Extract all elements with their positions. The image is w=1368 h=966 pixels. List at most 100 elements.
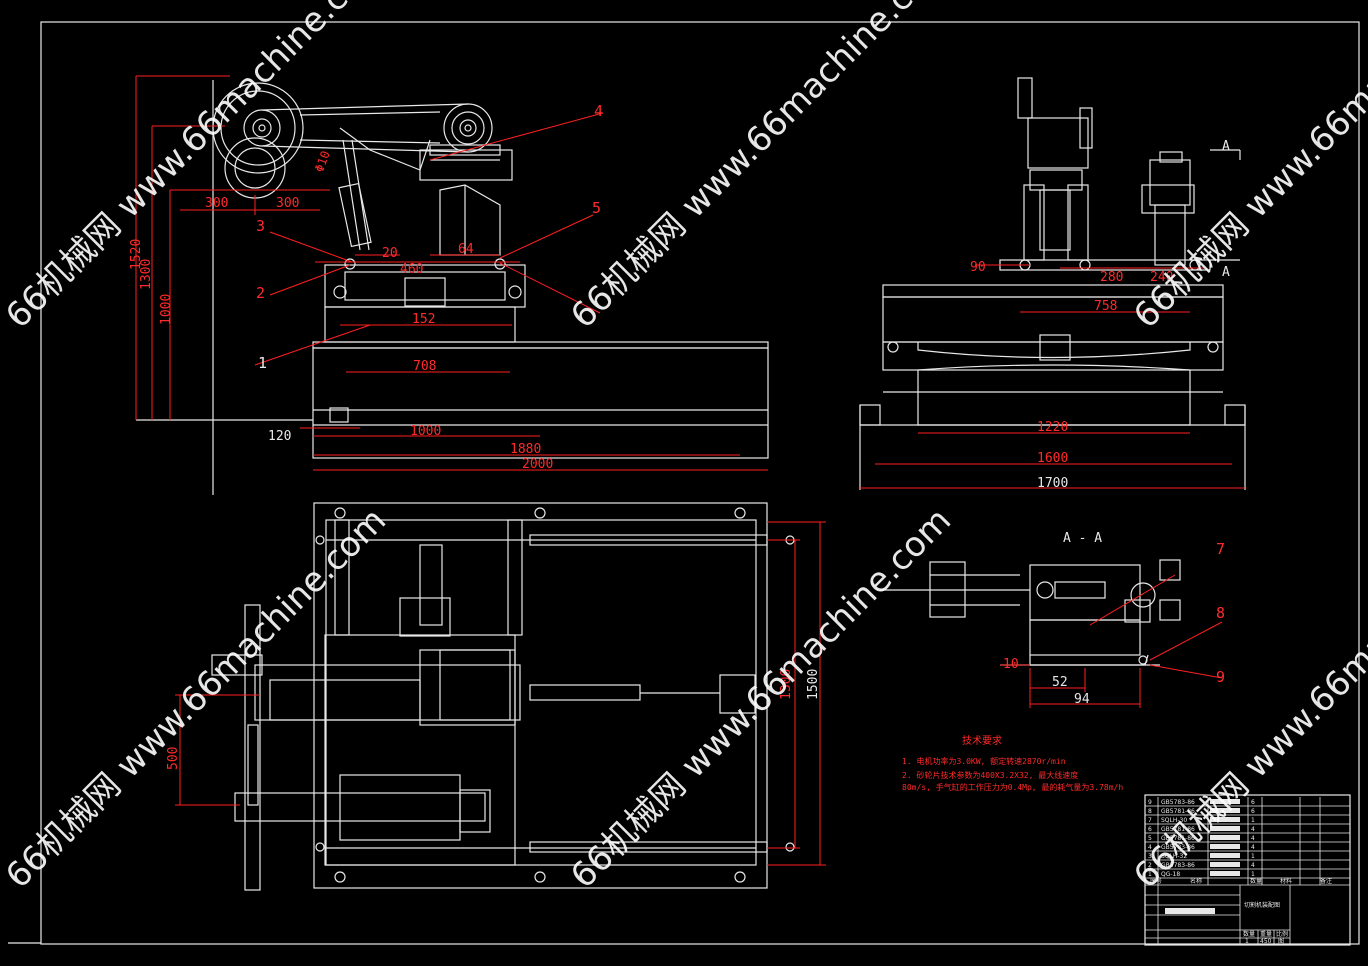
- part-label-3: 3: [256, 217, 265, 235]
- bom-row-qty: 1: [1251, 817, 1255, 824]
- view-mark-a-bottom: A: [1222, 265, 1230, 280]
- bom-row-code: GB5783-86: [1161, 799, 1195, 806]
- bom-row-code: GB5783-86: [1161, 844, 1195, 851]
- part-label-4: 4: [594, 102, 603, 120]
- bom-row-spec-mark: [1210, 799, 1240, 804]
- dim-front-152: 152: [412, 312, 435, 327]
- bom-row-spec-mark: [1210, 808, 1240, 813]
- dim-section-52: 52: [1052, 675, 1068, 690]
- dim-side-1220: 1220: [1037, 420, 1068, 435]
- dim-side-90: 90: [970, 260, 986, 275]
- part-label-5: 5: [592, 199, 601, 217]
- bom-header-no: 序号: [1150, 877, 1162, 885]
- bom-row-code: GB5781-86: [1161, 808, 1195, 815]
- bom-row-no: 7: [1148, 817, 1152, 824]
- watermarks: 66机械网 www.66machine.com 66机械网 www.66mach…: [0, 0, 1368, 896]
- dim-front-300a: 300: [205, 196, 228, 211]
- dim-side-280: 280: [1100, 270, 1123, 285]
- scale-value-weight: 450: [1260, 938, 1272, 945]
- bom-row-qty: 4: [1251, 862, 1255, 869]
- part-label-8: 8: [1216, 604, 1225, 622]
- part-label-2: 2: [256, 284, 265, 302]
- top-view: [211, 502, 795, 891]
- bom-row-no: 4: [1148, 844, 1152, 851]
- dim-section-94: 94: [1074, 692, 1090, 707]
- dim-top-1500: 1500: [806, 669, 821, 700]
- dim-side-240: 240: [1150, 270, 1173, 285]
- bom-row-code: GB5781-86: [1161, 835, 1195, 842]
- front-view-dimensions: 300 300 Φ10 20 64 460 152 708 1520 1300 …: [129, 75, 768, 472]
- view-mark-a-top: A: [1222, 139, 1230, 154]
- watermark-4: 66机械网 www.66machine.com: [0, 500, 394, 896]
- bom-header-remark: 备注: [1320, 877, 1332, 885]
- scale-header-qty: 数量: [1243, 930, 1255, 938]
- watermark-5: 66机械网 www.66machine.com: [563, 500, 959, 896]
- bom-row-spec-mark: [1210, 862, 1240, 867]
- bom-header-qty: 数量: [1250, 877, 1262, 885]
- section-label: A - A: [1063, 531, 1102, 546]
- dim-front-300b: 300: [276, 196, 299, 211]
- section-a-a: A - A 7 8 9 10 52 94: [880, 531, 1225, 708]
- bom-header-name: 名称: [1190, 877, 1202, 885]
- bom-row-no: 5: [1148, 835, 1152, 842]
- bom-row-qty: 1: [1251, 853, 1255, 860]
- tech-line-3: 80m/s, 手气缸的工作压力为0.4Mp, 最的耗气量为3.78m/h: [902, 782, 1123, 792]
- part-label-7: 7: [1216, 540, 1225, 558]
- part-label-10: 10: [1003, 657, 1019, 672]
- tech-line-2: 2. 砂轮片技术参数为400X3.2X32, 最大线速度: [902, 770, 1078, 780]
- watermark-1: 66机械网 www.66machine.com: [0, 0, 394, 336]
- bom-row-no: 9: [1148, 799, 1152, 806]
- scale-header-scale: 比例: [1276, 930, 1288, 938]
- bom-row-code: GB5783-86: [1161, 862, 1195, 869]
- bom-header-material: 材料: [1280, 877, 1292, 885]
- drawing-frame: [40, 21, 1360, 945]
- bom-row-qty: 4: [1251, 826, 1255, 833]
- dim-front-1000: 1000: [159, 294, 174, 325]
- bom-row-qty: 4: [1251, 835, 1255, 842]
- part-label-1: 1: [258, 354, 267, 372]
- bom-row-code: SQLH-30: [1161, 817, 1187, 824]
- bom-row-qty: 6: [1251, 808, 1255, 815]
- tech-heading: 技术要求: [962, 734, 1002, 747]
- bom-row-spec-mark: [1210, 853, 1240, 858]
- dim-front-1880: 1880: [510, 442, 541, 457]
- part-label-9: 9: [1216, 668, 1225, 686]
- side-view: [859, 77, 1246, 490]
- bom-row-no: 2: [1148, 862, 1152, 869]
- watermark-2: 66机械网 www.66machine.com: [563, 0, 959, 336]
- dim-side-1700: 1700: [1037, 476, 1068, 491]
- scale-value-scale: 图: [1278, 938, 1284, 945]
- bom-row-qty: 4: [1251, 844, 1255, 851]
- drawing-name: 切割机装配图: [1244, 901, 1280, 909]
- bom-row-spec-mark: [1210, 826, 1240, 831]
- bom-row-qty: 6: [1251, 799, 1255, 806]
- dim-top-1300: 1300: [779, 669, 794, 700]
- bom-row-no: 1: [1148, 871, 1152, 878]
- bom-row-spec-mark: [1210, 817, 1240, 822]
- bom-row-no: 6: [1148, 826, 1152, 833]
- dim-front-1300: 1300: [139, 259, 154, 290]
- bom-row-spec-mark: [1210, 844, 1240, 849]
- bom-row-code: SQLH-32: [1161, 853, 1187, 860]
- bom-row-no: 8: [1148, 808, 1152, 815]
- bom-row-spec-mark: [1210, 835, 1240, 840]
- dim-front-64: 64: [458, 242, 474, 257]
- dim-front-1520: 1520: [129, 239, 144, 270]
- top-view-dimensions: 1300 1500 500: [166, 521, 826, 866]
- front-view: [136, 80, 769, 495]
- bom-row-code: QG-18: [1161, 871, 1180, 878]
- dim-side-758: 758: [1094, 299, 1117, 314]
- watermark-3: 66机械网 www.66machine.com: [1126, 0, 1368, 336]
- bom-row-qty: 1: [1251, 871, 1255, 878]
- dim-front-20: 20: [382, 246, 398, 261]
- title-block: 切割机装配图 数量 重量 比例 1 450 图 序号 名称 数量 材料 备注 9…: [1144, 794, 1351, 946]
- dim-front-2000: 2000: [522, 457, 553, 472]
- scale-value-qty: 1: [1245, 938, 1249, 945]
- tech-requirements: 技术要求 1. 电机功率为3.0KW, 额定转速2870r/min 2. 砂轮片…: [902, 734, 1123, 792]
- dim-top-500: 500: [166, 747, 181, 770]
- dim-front-1000b: 1000: [410, 424, 441, 439]
- dim-front-460: 460: [400, 262, 423, 277]
- bom-row-code: GB5781-86: [1161, 826, 1195, 833]
